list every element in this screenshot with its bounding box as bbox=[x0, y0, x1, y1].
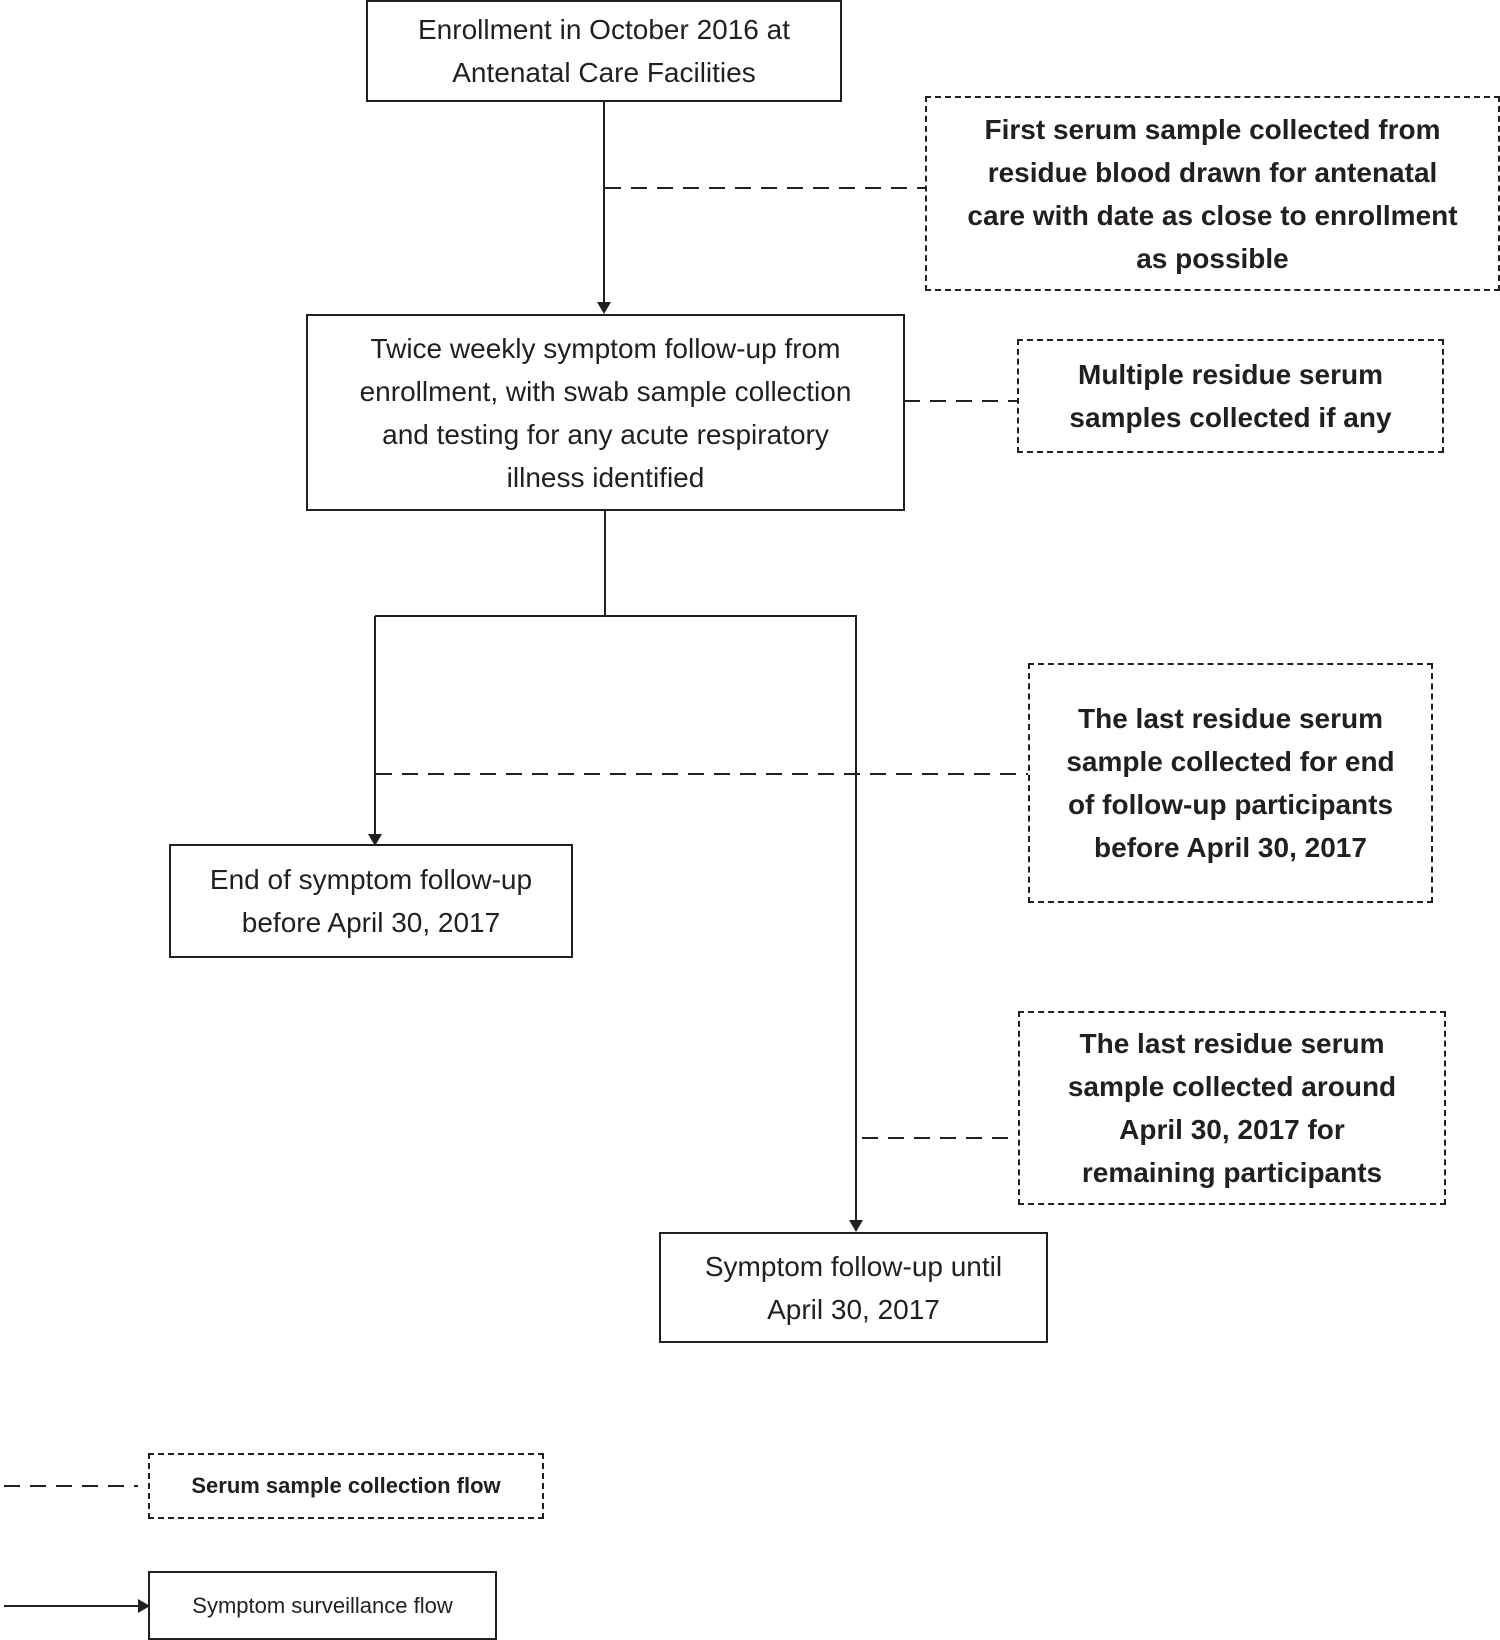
multiple-serum-samples-text: Multiple residue serum samples collected… bbox=[1069, 359, 1392, 433]
follow-up-text: Twice weekly symptom follow-up from enro… bbox=[359, 332, 852, 493]
last-serum-sample-end-text: The last residue serum sample collected … bbox=[1066, 703, 1395, 863]
last-serum-sample-end-box: The last residue serum sample collected … bbox=[1028, 663, 1433, 903]
last-serum-sample-remaining-text: The last residue serum sample collected … bbox=[1067, 1028, 1397, 1188]
legend-serum-flow-box: Serum sample collection flow bbox=[148, 1453, 544, 1519]
legend-symptom-flow-box: Symptom surveillance flow bbox=[148, 1571, 497, 1640]
first-serum-sample-text: First serum sample collected from residu… bbox=[967, 113, 1458, 274]
last-serum-sample-remaining-box: The last residue serum sample collected … bbox=[1018, 1011, 1446, 1205]
multiple-serum-samples-box: Multiple residue serum samples collected… bbox=[1017, 339, 1444, 453]
follow-up-box: Twice weekly symptom follow-up from enro… bbox=[306, 314, 905, 511]
end-follow-up-box: End of symptom follow-up before April 30… bbox=[169, 844, 573, 958]
first-serum-sample-box: First serum sample collected from residu… bbox=[925, 96, 1500, 291]
until-april-text: Symptom follow-up until April 30, 2017 bbox=[704, 1250, 1003, 1325]
legend-symptom-flow-text: Symptom surveillance flow bbox=[192, 1592, 453, 1618]
enrollment-text: Enrollment in October 2016 at Antenatal … bbox=[418, 14, 790, 88]
enrollment-box: Enrollment in October 2016 at Antenatal … bbox=[366, 0, 842, 102]
until-april-box: Symptom follow-up until April 30, 2017 bbox=[659, 1232, 1048, 1343]
end-follow-up-text: End of symptom follow-up before April 30… bbox=[209, 864, 533, 938]
legend-serum-flow-text: Serum sample collection flow bbox=[191, 1473, 501, 1498]
